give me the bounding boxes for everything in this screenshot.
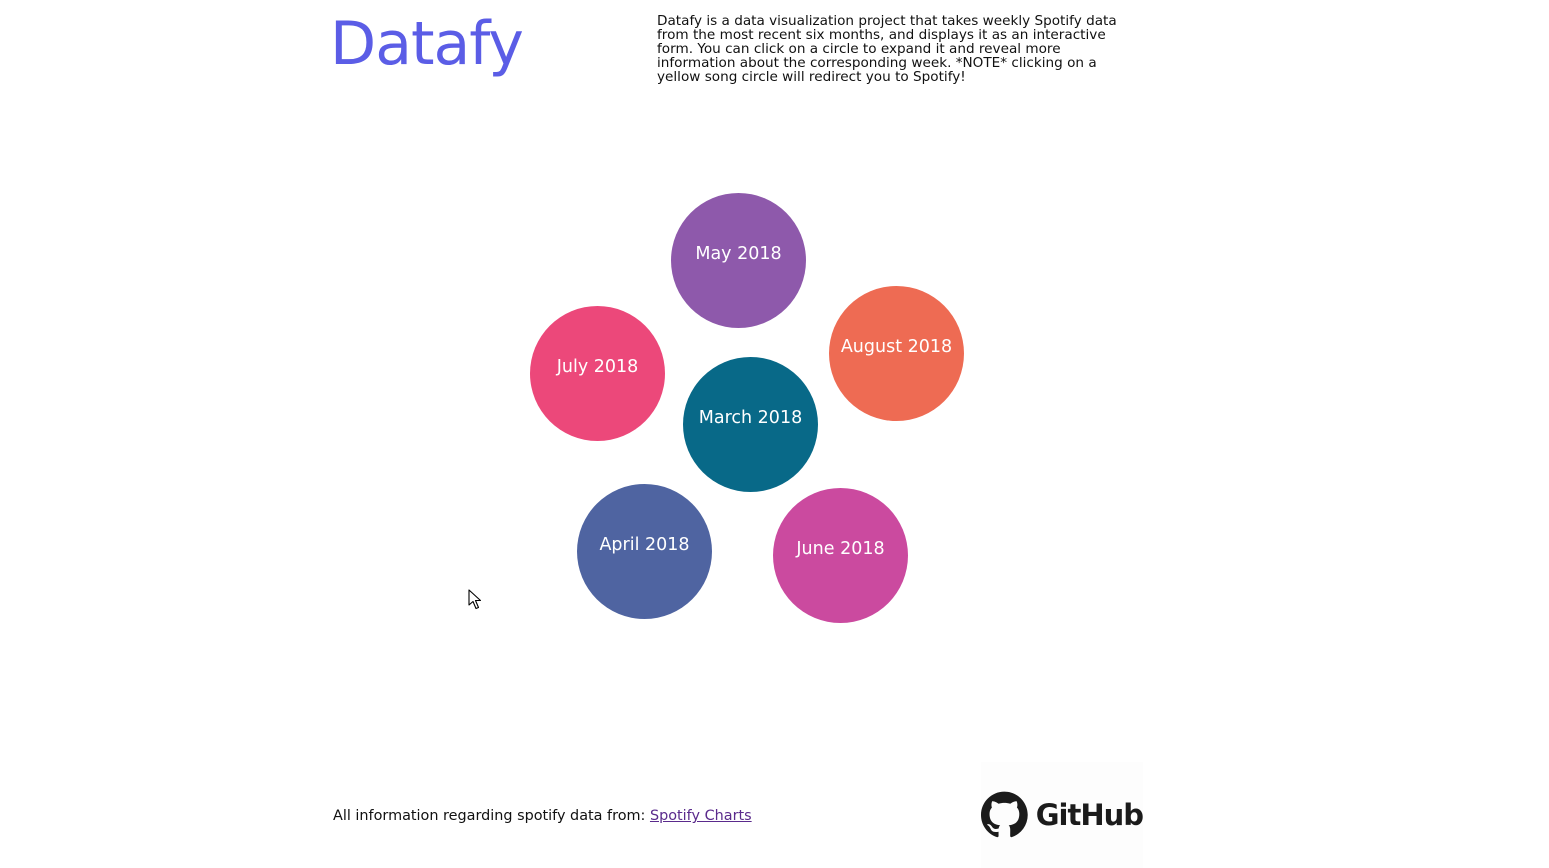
bubble-label: March 2018 — [698, 408, 803, 428]
footer-attribution: All information regarding spotify data f… — [333, 806, 752, 826]
bubble-label: May 2018 — [695, 244, 782, 264]
bubble-label: June 2018 — [796, 539, 885, 559]
bubble-august-2018[interactable]: August 2018 — [829, 285, 964, 421]
bubble-april-2018[interactable]: April 2018 — [577, 483, 712, 619]
github-octocat-icon — [981, 791, 1028, 838]
footer-prefix: All information regarding spotify data f… — [333, 808, 650, 824]
bubble-label: April 2018 — [599, 535, 690, 555]
bubble-label: July 2018 — [556, 357, 639, 377]
github-link[interactable]: GitHub — [981, 762, 1144, 868]
site-title[interactable]: Datafy — [330, 9, 524, 79]
spotify-charts-link[interactable]: Spotify Charts — [649, 808, 752, 824]
bubble-label: August 2018 — [840, 337, 953, 357]
github-label: GitHub — [1035, 798, 1144, 832]
bubble-march-2018[interactable]: March 2018 — [683, 356, 818, 492]
mouse-pointer-icon — [468, 589, 482, 610]
bubble-june-2018[interactable]: June 2018 — [773, 487, 908, 623]
bubble-july-2018[interactable]: July 2018 — [530, 305, 665, 441]
intro-description: Datafy is a data visualization project t… — [657, 13, 1117, 85]
bubble-may-2018[interactable]: May 2018 — [671, 192, 806, 328]
